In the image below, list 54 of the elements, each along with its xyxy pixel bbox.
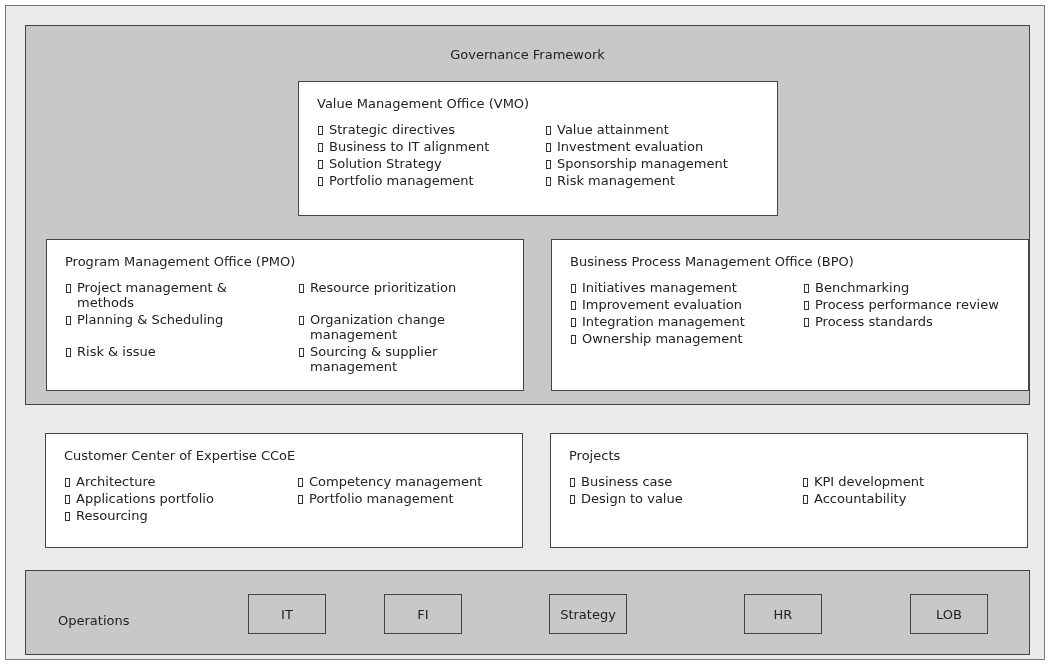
bullet-item: Resource prioritization xyxy=(298,280,513,310)
bullet-item: Sourcing & supplier management xyxy=(298,344,513,374)
unit-box xyxy=(384,594,462,634)
unit-label: FI xyxy=(417,606,429,622)
bullet-item: Strategic directives xyxy=(317,122,527,137)
unit-label: HR xyxy=(773,606,793,622)
bullet-item: Business case xyxy=(569,474,784,489)
bullet-item: Investment evaluation xyxy=(545,139,755,154)
bullet-item: Project management & methods xyxy=(65,280,280,310)
bullet-item: Sponsorship management xyxy=(545,156,755,171)
group-panel xyxy=(25,25,1030,405)
bullet-item: Process standards xyxy=(803,314,1018,329)
bullet-item: Competency management xyxy=(297,474,512,489)
bullet-item: Applications portfolio xyxy=(64,491,279,506)
section-box xyxy=(298,81,778,216)
bullet-item: Solution Strategy xyxy=(317,156,527,171)
bullet-item: Ownership management xyxy=(570,331,785,346)
bullet-item: Business to IT alignment xyxy=(317,139,527,154)
unit-box xyxy=(248,594,326,634)
bullet-item: Improvement evaluation xyxy=(570,297,785,312)
section-box xyxy=(46,239,524,391)
box-heading: Program Management Office (PMO) xyxy=(65,254,296,269)
unit-box xyxy=(910,594,988,634)
unit-label: IT xyxy=(281,606,293,622)
group-panel xyxy=(25,570,1030,655)
bullet-item: Organization change management xyxy=(298,312,513,342)
panel-title: Operations xyxy=(58,613,130,628)
bullet-item: Initiatives management xyxy=(570,280,785,295)
box-heading: Value Management Office (VMO) xyxy=(317,96,530,111)
bullet-item: Risk management xyxy=(545,173,755,188)
bullet-item: Resourcing xyxy=(64,508,279,523)
bullet-item: Portfolio management xyxy=(297,491,512,506)
bullet-item: Risk & issue xyxy=(65,344,280,374)
unit-label: Strategy xyxy=(560,606,616,622)
section-box xyxy=(550,433,1028,548)
bullet-item: Architecture xyxy=(64,474,279,489)
bullet-item: Value attainment xyxy=(545,122,755,137)
unit-box xyxy=(549,594,627,634)
bullet-item: Integration management xyxy=(570,314,785,329)
bullet-item: Process performance review xyxy=(803,297,1018,312)
unit-label: LOB xyxy=(936,606,962,622)
bullet-item: Design to value xyxy=(569,491,784,506)
panel-title: Governance Framework xyxy=(449,47,606,62)
bullet-item: Benchmarking xyxy=(803,280,1018,295)
box-heading: Projects xyxy=(569,448,621,463)
section-box xyxy=(45,433,523,548)
section-box xyxy=(551,239,1029,391)
box-heading: Customer Center of Expertise CCoE xyxy=(64,448,296,463)
unit-box xyxy=(744,594,822,634)
bullet-item: Portfolio management xyxy=(317,173,527,188)
bullet-item: KPI development xyxy=(802,474,1017,489)
bullet-item: Planning & Scheduling xyxy=(65,312,280,342)
bullet-item: Accountability xyxy=(802,491,1017,506)
box-heading: Business Process Management Office (BPO) xyxy=(570,254,854,269)
